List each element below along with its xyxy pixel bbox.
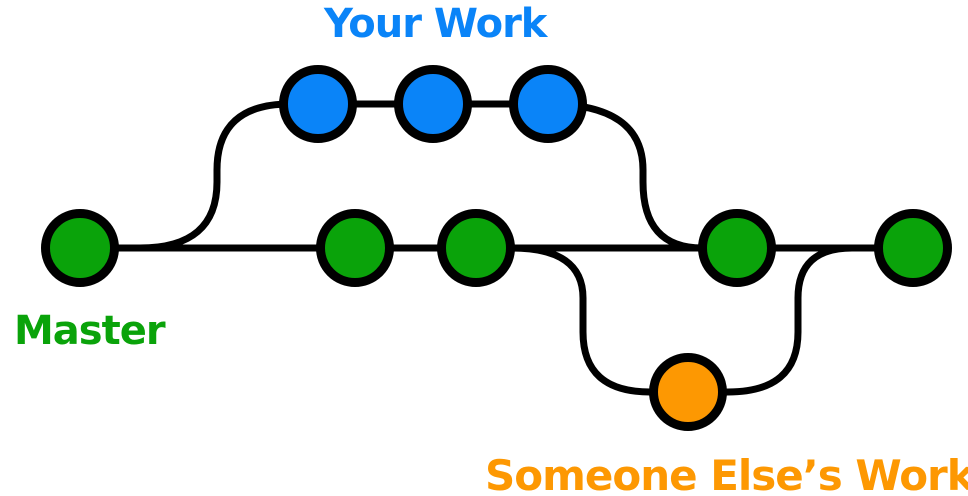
- someone-elses-work-branch-label: Someone Else’s Work: [485, 451, 968, 496]
- commit-node-master: [698, 209, 776, 287]
- commit-node-your-work: [394, 65, 472, 143]
- commit-node-your-work: [509, 65, 587, 143]
- commit-node-master: [437, 209, 515, 287]
- commit-node-master: [316, 209, 394, 287]
- commit-node-master: [874, 209, 952, 287]
- commit-node-your-work: [279, 65, 357, 143]
- your-work-branch-label: Your Work: [324, 1, 547, 47]
- commit-node-master: [41, 209, 119, 287]
- master-branch-label: Master: [14, 308, 166, 354]
- commit-node-someone-else: [649, 353, 727, 431]
